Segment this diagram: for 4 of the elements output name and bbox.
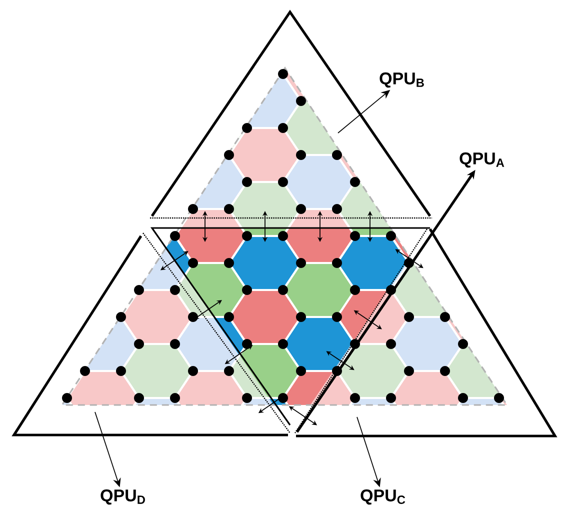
qpu-label: QPU$_{A}$ xyxy=(460,152,504,168)
qpu-label: QPU$_{B}$ xyxy=(380,72,424,88)
qpu-label: QPU$_{C}$ xyxy=(360,489,406,505)
qpu-label: QPU$_{D}$ xyxy=(100,489,145,505)
